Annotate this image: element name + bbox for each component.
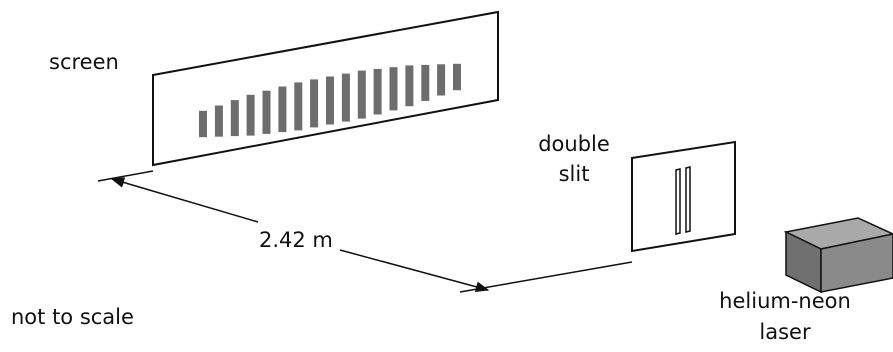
- fringe-band: [199, 110, 207, 138]
- fringe-band: [341, 73, 350, 122]
- fringe-band: [405, 65, 414, 107]
- fringe-band: [326, 76, 334, 125]
- interference-fringes: [199, 63, 461, 138]
- slit-base-line: [459, 261, 633, 293]
- laser-box: [783, 217, 893, 294]
- fringe-band: [373, 68, 382, 115]
- fringe-band: [453, 63, 461, 91]
- fringe-band: [421, 64, 430, 101]
- distance-arrow-left: [110, 177, 259, 223]
- fringe-band: [437, 64, 446, 96]
- fringe-band: [389, 67, 398, 111]
- screen-label: screen: [49, 50, 119, 74]
- fringe-band: [214, 105, 223, 137]
- slit-left: [675, 168, 681, 235]
- double-slit-label-line1: double: [538, 132, 610, 156]
- slit-right: [685, 166, 691, 233]
- distance-arrow-right: [339, 249, 490, 293]
- laser-side-face: [820, 233, 893, 293]
- fringe-band: [278, 86, 287, 133]
- distance-label: 2.42 m: [259, 228, 333, 252]
- laser-label: helium-neon laser: [680, 288, 890, 345]
- double-slit-label-line2: slit: [558, 162, 590, 186]
- fringe-band: [294, 82, 303, 131]
- scale-note: not to scale: [11, 305, 134, 329]
- laser-label-line1: helium-neon: [719, 289, 851, 313]
- fringe-band: [230, 100, 239, 137]
- screen-base-line: [97, 170, 154, 182]
- double-slit-panel: [631, 140, 736, 253]
- fringe-band: [357, 70, 366, 119]
- fringe-band: [246, 94, 255, 136]
- fringe-band: [262, 90, 271, 134]
- double-slit-label: double slit: [528, 131, 620, 187]
- screen-panel: [152, 10, 499, 167]
- laser-label-line2: laser: [759, 320, 811, 344]
- fringe-band: [310, 79, 319, 128]
